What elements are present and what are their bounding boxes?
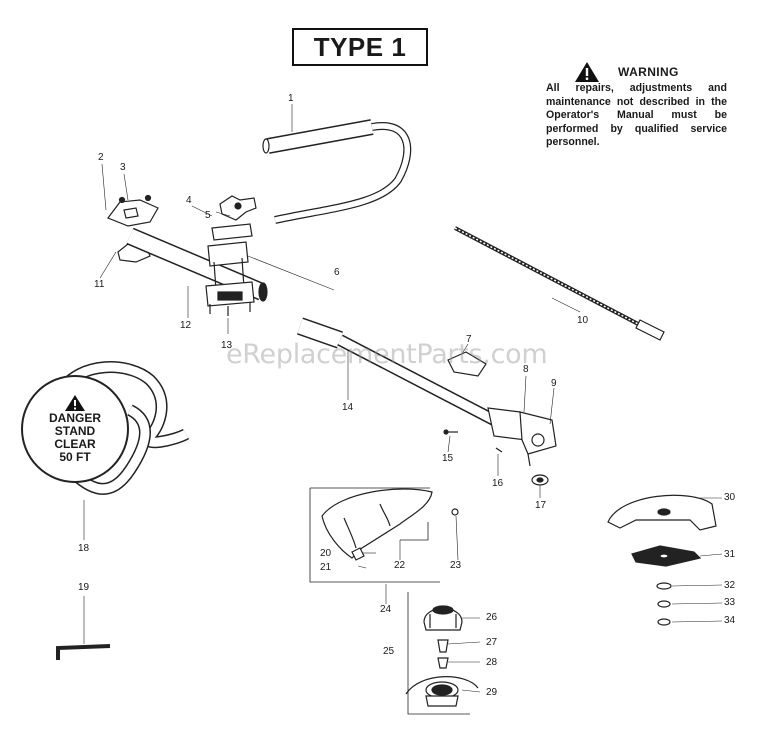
part-24-box [309, 487, 440, 583]
callout-34: 34 [724, 615, 736, 626]
part-33-washer [657, 600, 671, 608]
callout-24: 24 [380, 604, 392, 615]
callout-4: 4 [186, 195, 192, 206]
part-30-blade-guard [607, 494, 717, 531]
callout-12: 12 [180, 320, 192, 331]
part-1-handle-tube [262, 119, 412, 224]
danger-line-1: DANGER [48, 411, 101, 425]
callout-23: 23 [450, 560, 462, 571]
danger-line-2: STAND [54, 424, 96, 438]
part-14-drive-tube [297, 317, 497, 426]
callout-2: 2 [98, 152, 104, 163]
callout-30: 30 [724, 492, 736, 503]
part-16-screw [495, 447, 503, 453]
danger-label-circle: DANGER STAND CLEAR 50 FT [21, 375, 129, 483]
callout-31: 31 [724, 549, 736, 560]
danger-line-4: 50 FT [59, 450, 91, 464]
callout-33: 33 [724, 597, 736, 608]
callout-29: 29 [486, 687, 498, 698]
callout-8: 8 [523, 364, 529, 375]
part-13-screws [209, 302, 251, 316]
part-25-box [407, 592, 470, 715]
callout-10: 10 [577, 315, 589, 326]
part-10-flex-shaft [454, 226, 665, 341]
leader-lines [83, 104, 723, 693]
part-32-washer [656, 582, 672, 590]
callout-16: 16 [492, 478, 504, 489]
part-7-bracket [447, 351, 487, 377]
part-6-clamp-assembly [205, 241, 255, 307]
part-29-spool [405, 676, 479, 707]
callout-21: 21 [320, 562, 332, 573]
callout-25: 25 [383, 646, 395, 657]
part-34-nut [657, 618, 671, 626]
callout-11: 11 [94, 279, 105, 290]
part-24-guard-shield [321, 488, 433, 559]
part-2-clamp [107, 194, 159, 227]
part-28-eyelet [437, 657, 449, 669]
diagram-title: TYPE 1 [292, 28, 428, 66]
callout-32: 32 [724, 580, 736, 591]
callout-5: 5 [205, 210, 211, 221]
callout-26: 26 [486, 612, 498, 623]
part-20-clip [351, 547, 365, 561]
callout-18: 18 [78, 543, 90, 554]
danger-triangle-icon [65, 395, 85, 411]
callout-28: 28 [486, 657, 498, 668]
warning-text: All repairs, adjustments and maintenance… [546, 82, 727, 148]
callout-1: 1 [288, 93, 294, 104]
part-4-knob [211, 195, 257, 241]
part-15-screw [443, 429, 458, 435]
warning-triangle-icon [575, 62, 599, 82]
part-23-screw [451, 508, 459, 516]
part-26-spool-cap [423, 605, 463, 631]
callout-17: 17 [535, 500, 547, 511]
callout-3: 3 [120, 162, 126, 173]
callout-6: 6 [334, 267, 340, 278]
callout-15: 15 [442, 453, 454, 464]
part-19-hex-key [56, 644, 111, 660]
part-31-blade [631, 545, 702, 567]
watermark-text: eReplacementParts.com [226, 339, 548, 370]
callout-7: 7 [466, 334, 472, 345]
part-18-harness-strap [54, 361, 190, 495]
part-27-spring [437, 639, 449, 653]
callout-20: 20 [320, 548, 332, 559]
danger-line-3: CLEAR [54, 437, 96, 451]
callout-19: 19 [78, 582, 90, 593]
part-8-gear-head [487, 407, 557, 467]
part-17-nut [531, 474, 549, 486]
callout-22: 22 [394, 560, 406, 571]
warning-label: WARNING [618, 65, 679, 79]
callout-14: 14 [342, 402, 354, 413]
callout-9: 9 [551, 378, 557, 389]
warning-heading: WARNING [574, 61, 679, 83]
callout-13: 13 [221, 340, 233, 351]
callout-27: 27 [486, 637, 498, 648]
